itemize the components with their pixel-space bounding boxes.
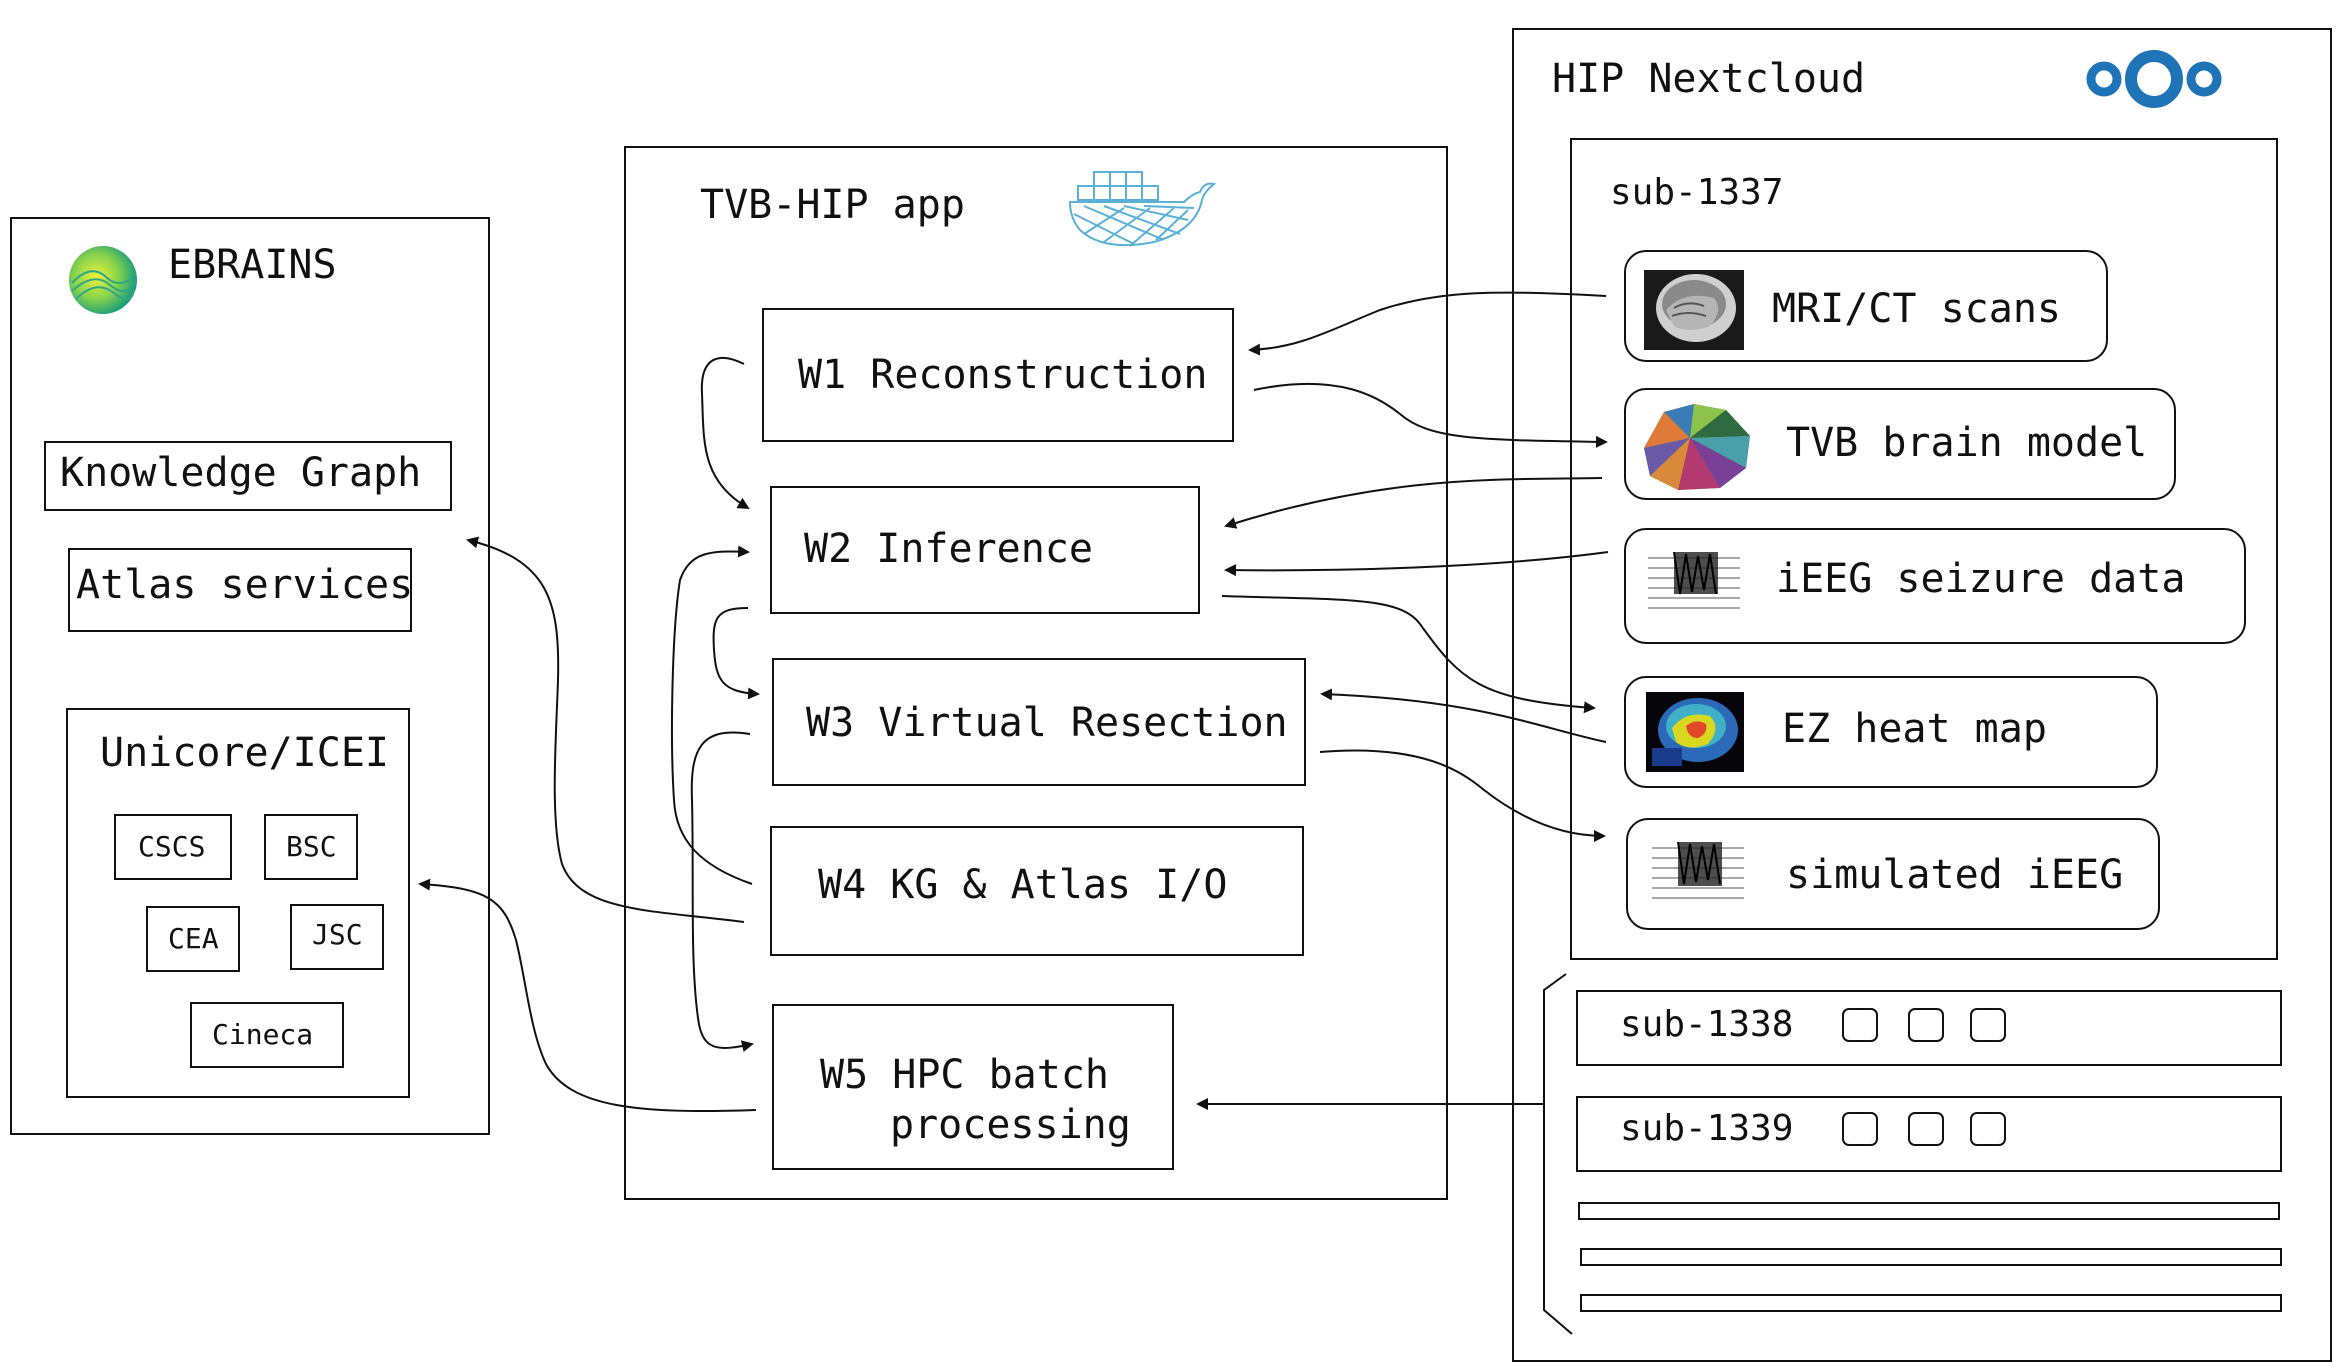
arrow-w3-to-simulated-ieeg — [1319, 749, 1606, 842]
site-cineca-label: Cineca — [212, 1018, 314, 1051]
arrow-w3-to-w5 — [690, 731, 754, 1053]
simulated-ieeg-thumbnail — [1648, 836, 1748, 910]
knowledge-graph-label: Knowledge Graph — [60, 450, 422, 496]
arrow-brain-model-to-w2 — [1224, 477, 1603, 529]
arrow-ieeg-to-w2 — [1224, 551, 1609, 577]
atlas-services-box[interactable] — [68, 548, 412, 632]
w2-inference-box[interactable] — [770, 486, 1200, 614]
subject-1338-file-icon-2[interactable] — [1908, 1008, 1944, 1042]
w2-label: W2 Inference — [804, 526, 1093, 572]
w4-kg-atlas-io-box[interactable] — [770, 826, 1304, 956]
site-cea-box[interactable] — [146, 906, 240, 972]
simulated-ieeg-label: simulated iEEG — [1786, 852, 2124, 898]
subject-1338-label: sub-1338 — [1620, 1004, 1794, 1045]
site-cineca-box[interactable] — [190, 1002, 344, 1068]
subject-placeholder-row-1 — [1578, 1202, 2280, 1220]
arrow-w5-to-unicore — [418, 878, 757, 1113]
w5-label-line1: W5 HPC batch — [820, 1052, 1109, 1098]
atlas-services-label: Atlas services — [76, 562, 414, 608]
subjects-bracket — [1543, 973, 1573, 1335]
docker-whale-icon — [1064, 164, 1224, 254]
subject-1338-file-icon-1[interactable] — [1842, 1008, 1878, 1042]
mri-ct-label: MRI/CT scans — [1772, 286, 2061, 332]
unicore-box — [66, 708, 410, 1098]
unicore-title: Unicore/ICEI — [100, 730, 389, 776]
w5-hpc-batch-box[interactable] — [772, 1004, 1174, 1170]
ieeg-trace-thumbnail — [1644, 548, 1744, 622]
brain-model-thumbnail — [1634, 398, 1758, 496]
hip-nextcloud-title: HIP Nextcloud — [1552, 56, 1866, 102]
arrow-w4-to-w2 — [671, 545, 753, 885]
arrow-ez-map-to-w3 — [1320, 688, 1607, 743]
site-cscs-box[interactable] — [114, 814, 232, 880]
arrow-w1-to-w2 — [700, 356, 750, 510]
w1-label: W1 Reconstruction — [798, 352, 1208, 398]
hip-nextcloud-panel — [1512, 28, 2332, 1362]
ez-heat-map-label: EZ heat map — [1782, 706, 2047, 752]
site-cscs-label: CSCS — [138, 830, 206, 863]
subject-1337-title: sub-1337 — [1610, 172, 1784, 213]
w1-reconstruction-box[interactable] — [762, 308, 1234, 442]
site-bsc-label: BSC — [286, 830, 337, 863]
site-cea-label: CEA — [168, 922, 219, 955]
subject-placeholder-row-3 — [1580, 1294, 2282, 1312]
mri-scan-thumbnail — [1644, 270, 1744, 350]
arrow-w1-to-brain-model — [1253, 382, 1608, 448]
arrow-w4-to-knowledge-graph — [466, 536, 745, 923]
nextcloud-logo-icon — [2084, 46, 2224, 112]
tvb-hip-app-panel — [624, 146, 1448, 1200]
ebrains-logo-icon — [66, 243, 140, 317]
subject-1339-file-icon-1[interactable] — [1842, 1112, 1878, 1146]
subject-placeholder-row-2 — [1580, 1248, 2282, 1266]
w5-label-line2: processing — [890, 1102, 1131, 1148]
knowledge-graph-box[interactable] — [44, 441, 452, 511]
subject-1338-file-icon-3[interactable] — [1970, 1008, 2006, 1042]
ez-heat-map-thumbnail — [1646, 692, 1744, 772]
site-jsc-box[interactable] — [290, 904, 384, 970]
site-jsc-label: JSC — [312, 918, 363, 951]
w3-virtual-resection-box[interactable] — [772, 658, 1306, 786]
subject-1339-row[interactable] — [1576, 1096, 2282, 1172]
arrow-w2-to-ez-map — [1221, 595, 1596, 714]
subject-1339-label: sub-1339 — [1620, 1108, 1794, 1149]
ieeg-seizure-data-item[interactable] — [1624, 528, 2246, 644]
subject-1339-file-icon-2[interactable] — [1908, 1112, 1944, 1146]
arrow-w2-to-w3 — [712, 607, 760, 700]
tvb-hip-app-title: TVB-HIP app — [700, 182, 965, 228]
subject-1338-row[interactable] — [1576, 990, 2282, 1066]
ieeg-seizure-data-label: iEEG seizure data — [1776, 556, 2186, 602]
arrow-mri-to-w1 — [1248, 291, 1607, 356]
site-bsc-box[interactable] — [264, 814, 358, 880]
tvb-brain-model-label: TVB brain model — [1786, 420, 2148, 466]
w4-label: W4 KG & Atlas I/O — [818, 862, 1228, 908]
w3-label: W3 Virtual Resection — [806, 700, 1288, 746]
subject-1339-file-icon-3[interactable] — [1970, 1112, 2006, 1146]
ebrains-panel — [10, 217, 490, 1135]
ebrains-title: EBRAINS — [168, 242, 337, 288]
subject-1337-panel — [1570, 138, 2278, 960]
